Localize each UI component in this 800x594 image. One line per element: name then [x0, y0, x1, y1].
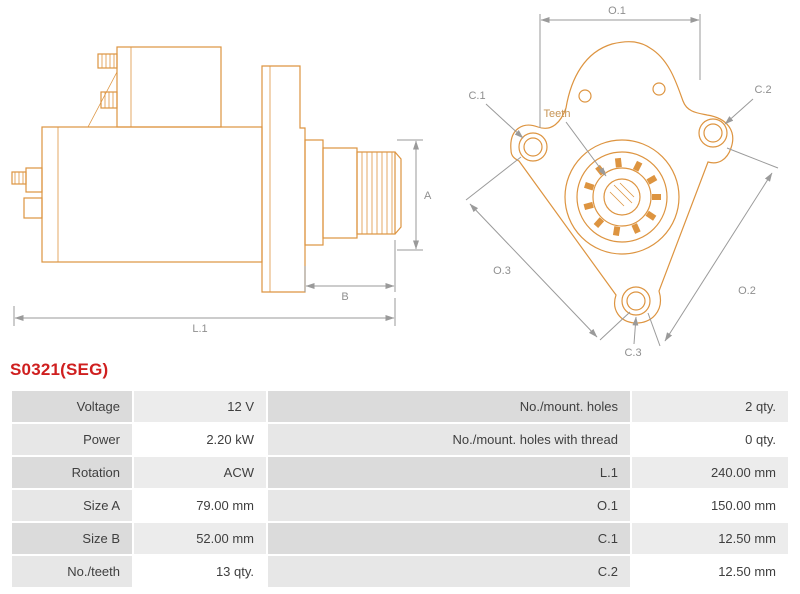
spec-label: No./mount. holes with thread — [268, 424, 630, 455]
spec-label: Power — [12, 424, 132, 455]
drive-bracket — [261, 65, 306, 293]
motor-body — [41, 126, 263, 263]
mount-hole-c3 — [621, 286, 651, 316]
starter-side-view — [11, 46, 402, 293]
dim-label-c1: C.1 — [468, 90, 485, 102]
spec-value: 79.00 mm — [134, 490, 266, 521]
spec-value: ACW — [134, 457, 266, 488]
pinion-gear — [356, 151, 396, 235]
dim-label-l1: L.1 — [192, 323, 207, 335]
table-row: No./teeth 13 qty. C.2 12.50 mm — [12, 556, 788, 587]
mounting-flange — [510, 41, 734, 324]
solenoid — [116, 46, 222, 128]
spec-label: O.1 — [268, 490, 630, 521]
dim-label-c2: C.2 — [754, 84, 771, 96]
spec-label: Voltage — [12, 391, 132, 422]
spec-label: Size B — [12, 523, 132, 554]
mount-hole-c2 — [698, 118, 728, 148]
spec-value: 2 qty. — [632, 391, 788, 422]
dim-label-a: A — [424, 190, 432, 202]
dim-label-o3: O.3 — [493, 265, 511, 277]
spec-table: Voltage 12 V No./mount. holes 2 qty. Pow… — [10, 389, 790, 589]
technical-drawing: A B L.1 — [11, 5, 779, 358]
spline-teeth — [583, 157, 661, 236]
spec-value: 240.00 mm — [632, 457, 788, 488]
dim-label-o1: O.1 — [608, 5, 626, 17]
spec-value: 12.50 mm — [632, 556, 788, 587]
dim-label-b: B — [341, 291, 348, 303]
dim-label-o2: O.2 — [738, 285, 756, 297]
spec-label: Rotation — [12, 457, 132, 488]
spec-label: C.1 — [268, 523, 630, 554]
spec-value: 2.20 kW — [134, 424, 266, 455]
side-view-dimensions: A B L.1 — [13, 139, 432, 335]
spec-value: 13 qty. — [134, 556, 266, 587]
spec-value: 150.00 mm — [632, 490, 788, 521]
table-row: Power 2.20 kW No./mount. holes with thre… — [12, 424, 788, 455]
table-row: Voltage 12 V No./mount. holes 2 qty. — [12, 391, 788, 422]
spec-value: 52.00 mm — [134, 523, 266, 554]
teeth-label: Teeth — [544, 108, 571, 120]
table-row: Size B 52.00 mm C.1 12.50 mm — [12, 523, 788, 554]
spec-value: 12.50 mm — [632, 523, 788, 554]
starter-front-view — [510, 41, 734, 324]
spec-value: 0 qty. — [632, 424, 788, 455]
spec-label: Size A — [12, 490, 132, 521]
spec-value: 12 V — [134, 391, 266, 422]
mount-hole-c1 — [518, 132, 548, 162]
front-view-dimensions: O.1 C.1 C.2 Teeth O.3 O.2 C.3 — [465, 5, 779, 358]
spec-label: C.2 — [268, 556, 630, 587]
pilot-boss — [564, 139, 680, 255]
table-row: Rotation ACW L.1 240.00 mm — [12, 457, 788, 488]
spec-label: L.1 — [268, 457, 630, 488]
spec-label: No./mount. holes — [268, 391, 630, 422]
spec-label: No./teeth — [12, 556, 132, 587]
product-code: S0321(SEG) — [10, 360, 109, 379]
table-row: Size A 79.00 mm O.1 150.00 mm — [12, 490, 788, 521]
dim-label-c3: C.3 — [624, 347, 641, 358]
